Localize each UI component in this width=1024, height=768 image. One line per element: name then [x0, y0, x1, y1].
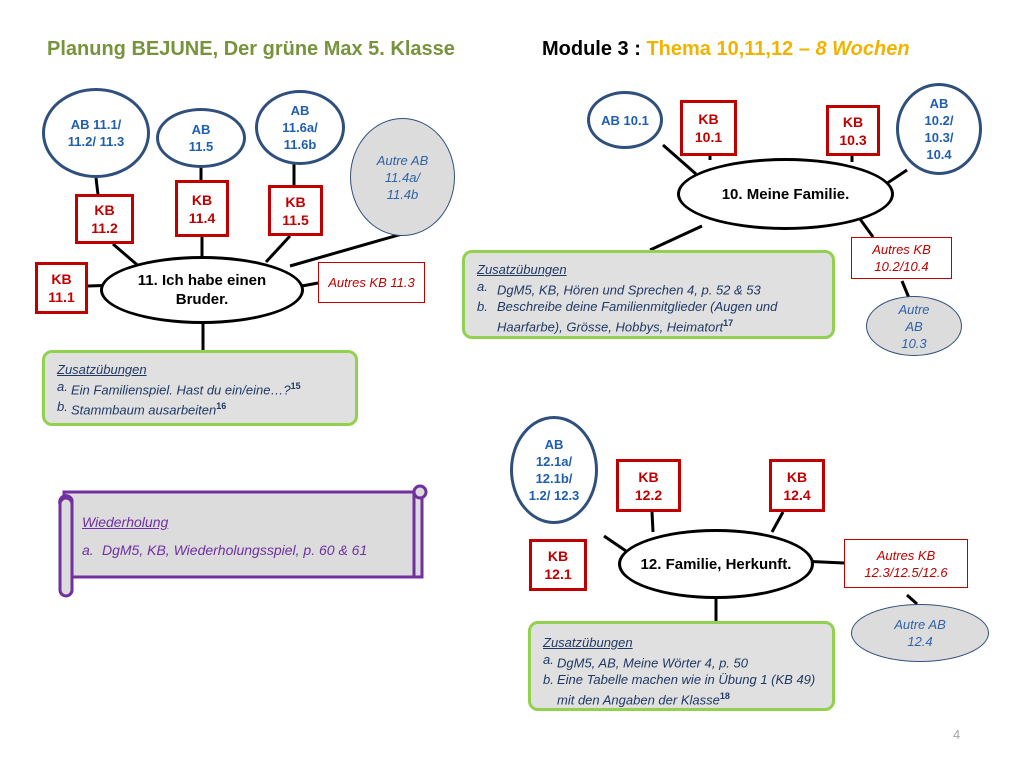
autre-ab-11-4: Autre AB 11.4a/ 11.4b — [350, 118, 455, 236]
zusatz-11-heading: Zusatzübungen — [57, 362, 147, 377]
zusatz-11-box: Zusatzübungen a.Ein Familienspiel. Hast … — [42, 350, 358, 426]
autres-kb-10-2: Autres KB 10.2/10.4 — [851, 237, 952, 279]
list-item: a.DgM5, KB, Wiederholungsspiel, p. 60 & … — [82, 542, 368, 558]
zusatz-12-heading: Zusatzübungen — [543, 635, 633, 650]
list-item: b.Eine Tabelle machen wie in Übung 1 (KB… — [543, 672, 816, 708]
ab-12-1: AB 12.1a/ 12.1b/ 1.2/ 12.3 — [510, 416, 598, 524]
ab-11-5: AB 11.5 — [156, 108, 246, 168]
kb-10-3: KB 10.3 — [826, 105, 880, 156]
page-title: Planung BEJUNE, Der grüne Max 5. Klasse — [47, 38, 455, 60]
zusatz-10-heading: Zusatzübungen — [477, 262, 567, 277]
kb-10-1: KB 10.1 — [680, 100, 737, 156]
thema-label: Thema 10,11,12 – — [646, 38, 816, 60]
list-item: a.DgM5, KB, Hören und Sprechen 4, p. 52 … — [477, 279, 761, 298]
duration-label: 8 Wochen — [815, 38, 910, 60]
kb-12-2: KB 12.2 — [616, 459, 681, 512]
zusatz-12-box: Zusatzübungen a.DgM5, AB, Meine Wörter 4… — [528, 621, 835, 711]
kb-11-4: KB 11.4 — [175, 180, 229, 237]
autre-ab-12-4: Autre AB 12.4 — [851, 604, 989, 662]
kb-11-2: KB 11.2 — [75, 194, 134, 244]
list-item: a.DgM5, AB, Meine Wörter 4, p. 50 — [543, 652, 748, 671]
list-item: b.Beschreibe deine Familienmitglieder (A… — [477, 299, 778, 335]
kb-12-1: KB 12.1 — [529, 539, 587, 591]
topic-11-node: 11. Ich habe einen Bruder. — [100, 256, 304, 324]
ab-11-6: AB 11.6a/ 11.6b — [255, 90, 345, 165]
page-number: 4 — [953, 727, 961, 742]
ab-10-2: AB 10.2/ 10.3/ 10.4 — [896, 83, 982, 175]
autres-kb-11-3: Autres KB 11.3 — [318, 262, 425, 303]
kb-11-5: KB 11.5 — [268, 185, 323, 236]
list-item: a.Ein Familienspiel. Hast du ein/eine…?1… — [57, 379, 301, 398]
kb-12-4: KB 12.4 — [769, 459, 825, 512]
kb-11-1: KB 11.1 — [35, 262, 88, 314]
wiederholung-scroll: Wiederholung a.DgM5, KB, Wiederholungssp… — [64, 492, 422, 577]
zusatz-10-box: Zusatzübungen a.DgM5, KB, Hören und Spre… — [462, 250, 835, 339]
wiederholung-heading: Wiederholung — [82, 514, 169, 530]
ab-10-1: AB 10.1 — [587, 91, 663, 149]
ab-11-1: AB 11.1/ 11.2/ 11.3 — [42, 88, 150, 178]
autres-kb-12-3: Autres KB 12.3/12.5/12.6 — [844, 539, 968, 588]
module-label: Module 3 : — [542, 38, 647, 60]
autre-ab-10-3: Autre AB 10.3 — [866, 296, 962, 356]
topic-10-node: 10. Meine Familie. — [677, 158, 894, 230]
module-title: Module 3 : Thema 10,11,12 – 8 Wochen — [542, 38, 910, 61]
topic-12-node: 12. Familie, Herkunft. — [618, 529, 814, 599]
list-item: b.Stammbaum ausarbeiten16 — [57, 399, 227, 418]
